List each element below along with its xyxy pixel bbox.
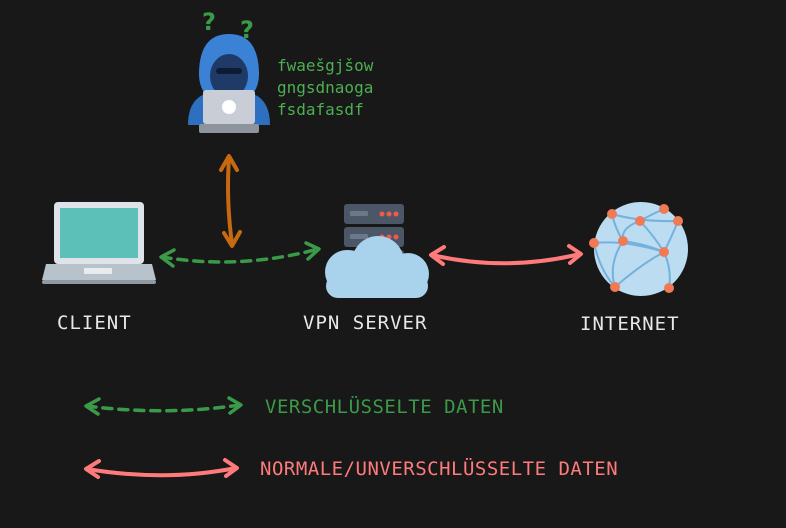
globe-network-icon — [589, 202, 688, 296]
ciphertext-line-2: gngsdnaoga — [277, 78, 374, 97]
ciphertext-line-1: fwaešgjšow — [277, 56, 374, 75]
legend-encrypted-label: VERSCHLÜSSELTE DATEN — [265, 396, 504, 418]
legend-unencrypted-label: NORMALE/UNVERSCHLÜSSELTE DATEN — [260, 458, 619, 480]
vpn-server-label: VPN SERVER — [303, 312, 428, 334]
internet-label: INTERNET — [580, 313, 680, 335]
hacker-icon — [188, 34, 270, 133]
ciphertext-line-3: fsdafasdf — [277, 100, 364, 119]
ciphertext-block: fwaešgjšow gngsdnaoga fsdafasdf — [277, 55, 373, 121]
laptop-icon — [42, 202, 156, 284]
question-mark-2: ? — [240, 16, 254, 44]
server-cloud-icon — [325, 204, 429, 298]
encrypted-link-arrow — [159, 241, 321, 268]
client-label: CLIENT — [57, 312, 132, 334]
question-mark-1: ? — [202, 8, 216, 36]
legend-unencrypted-arrow — [84, 458, 239, 479]
intercept-arrow — [219, 154, 242, 248]
legend-encrypted-arrow — [84, 396, 243, 416]
unencrypted-link-arrow — [429, 244, 583, 266]
